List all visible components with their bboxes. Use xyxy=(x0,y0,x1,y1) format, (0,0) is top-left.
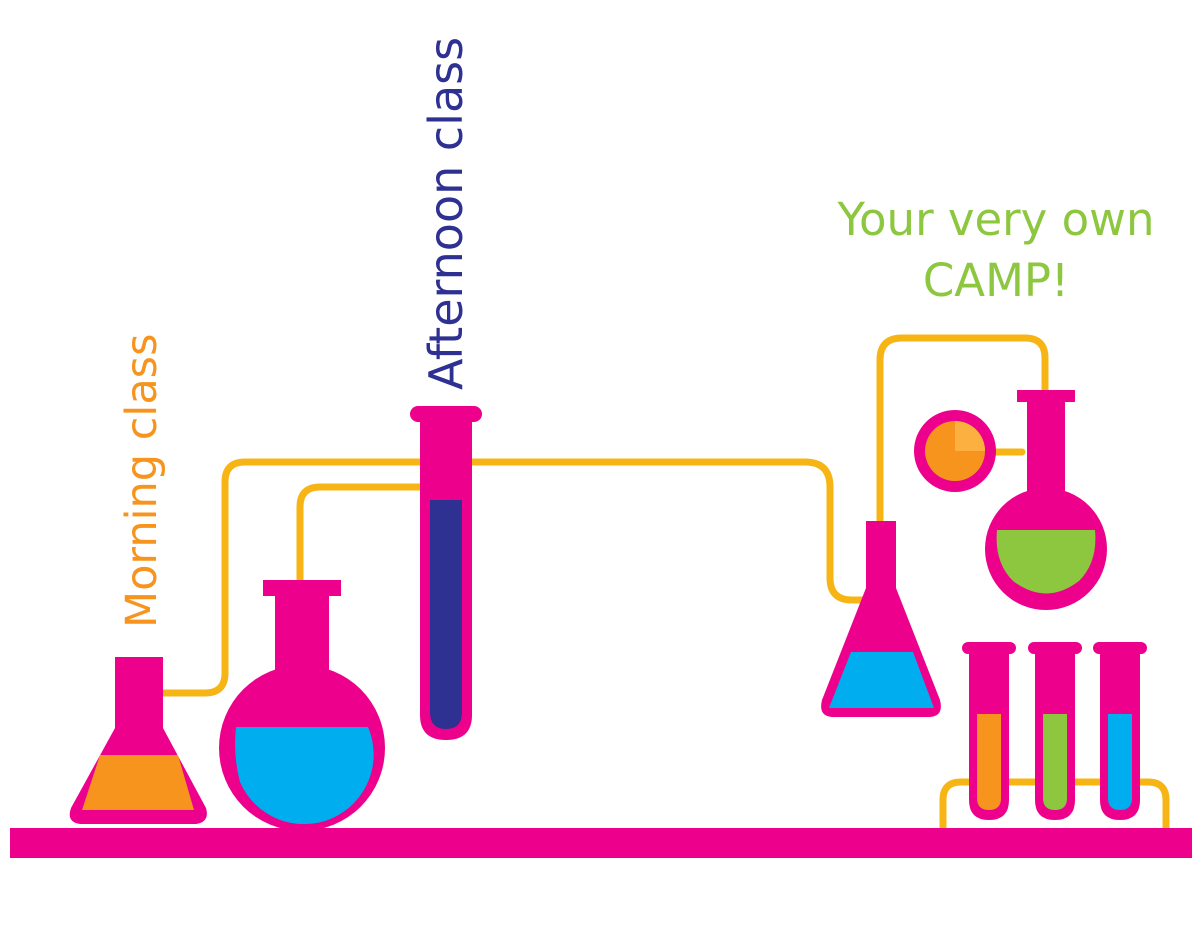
tall-test-tube-liquid xyxy=(430,500,462,729)
round-flask-left-lip xyxy=(263,580,341,596)
small-test-tube-1-liquid xyxy=(977,714,1001,810)
tall-test-tube xyxy=(410,406,482,740)
small-test-tube-1-lip xyxy=(962,642,1016,654)
small-test-tube-2-liquid xyxy=(1043,714,1067,810)
small-test-tube-2 xyxy=(1028,642,1082,820)
tall-test-tube-lip xyxy=(410,406,482,422)
small-test-tube-2-lip xyxy=(1028,642,1082,654)
lab-bench xyxy=(10,828,1192,858)
right-conical-flask-liquid xyxy=(829,652,934,708)
round-flask-right xyxy=(985,390,1107,610)
right-conical-flask xyxy=(821,521,941,717)
small-test-tube-3 xyxy=(1093,642,1147,820)
tube-long-top xyxy=(158,458,866,697)
tube-right-loop xyxy=(876,334,1049,529)
camp-heading-line2: CAMP! xyxy=(923,254,1069,307)
morning-flask-liquid xyxy=(82,755,194,810)
round-flask-right-liquid xyxy=(996,530,1096,594)
small-test-tube-3-liquid xyxy=(1108,714,1132,810)
tube-round-flask xyxy=(296,483,429,587)
small-test-tube-1 xyxy=(962,642,1016,820)
round-flask-left-neck xyxy=(275,594,329,674)
gauge-quadrant xyxy=(955,421,985,451)
round-flask-right-lip xyxy=(1017,390,1075,402)
camp-heading-line1: Your very own xyxy=(837,193,1155,246)
round-flask-left xyxy=(219,580,385,831)
round-flask-left-liquid xyxy=(235,727,374,825)
morning-flask xyxy=(69,657,207,824)
morning-class-label: Morning class xyxy=(117,334,167,629)
afternoon-class-label: Afternoon class xyxy=(419,37,473,390)
gauge xyxy=(914,410,996,492)
small-test-tube-3-lip xyxy=(1093,642,1147,654)
